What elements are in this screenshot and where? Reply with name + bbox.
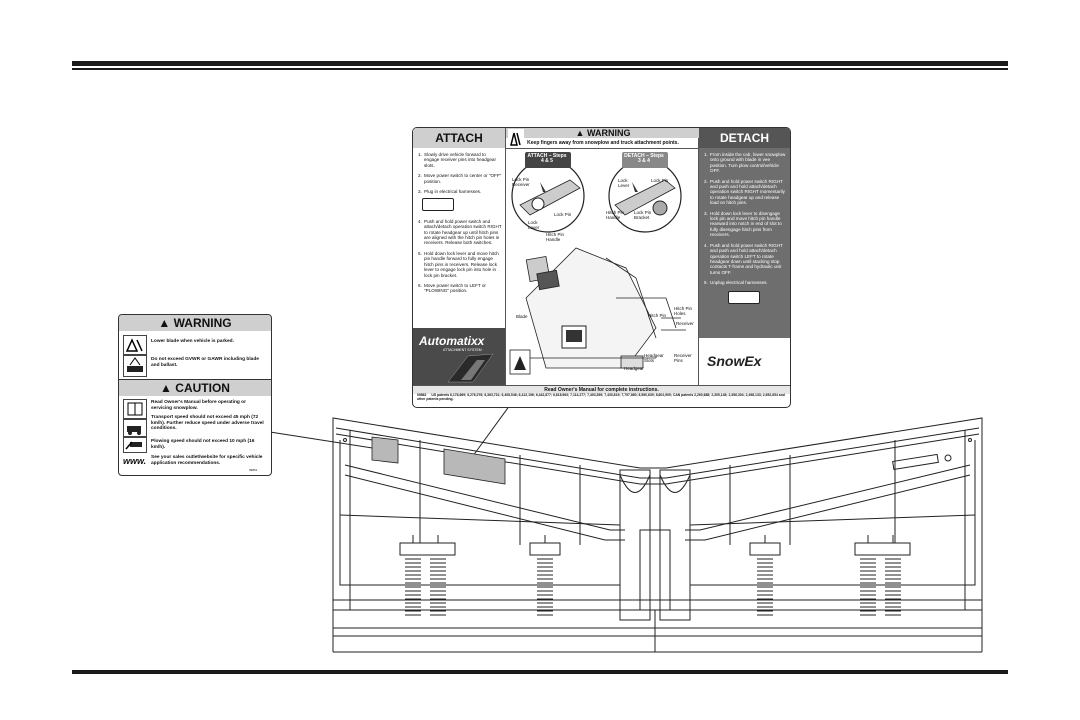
connector-icon <box>422 198 454 212</box>
detach-steps-label: DETACH – Steps 3 & 4 <box>624 153 664 164</box>
detach-column: DETACH 1.From inside the cab, lower snow… <box>699 128 790 385</box>
mechanism-drawing <box>509 247 686 375</box>
top-rule <box>72 61 1008 66</box>
label-headgear: Headgear <box>624 366 644 371</box>
detach-step: 5.Unplug electrical harnesses. <box>704 280 768 286</box>
caution-line: Transport speed should not exceed 45 mph… <box>151 415 264 432</box>
warning-triangle-icon: ▲ <box>575 128 585 138</box>
small-part-code: 09861 <box>249 468 258 472</box>
top-rule-thin <box>72 68 1008 70</box>
attach-column: ATTACH 1.Slowly drive vehicle forward to… <box>413 128 505 385</box>
brand-block: Automatixx ATTACHMENT SYSTEM <box>413 328 505 385</box>
attach-step: 4.Push and hold power switch and attach/… <box>418 218 502 246</box>
www-icon: www. <box>123 456 147 466</box>
label-receiver: Receiver <box>676 321 694 326</box>
attach-title: ATTACH <box>413 128 505 148</box>
detach-step: 3.Hold down lock lever to disengage lock… <box>704 210 782 238</box>
warning-title: ▲ WARNING <box>506 128 700 138</box>
caution-line: Read Owner's Manual before operating or … <box>151 400 246 411</box>
connector-icon <box>728 290 760 304</box>
small-warning-title: ▲ WARNING <box>119 315 271 331</box>
warning-line: Do not exceed GVWR or GAWR including bla… <box>151 357 259 368</box>
attach-step: 2.Move power switch to center or "OFF" p… <box>418 173 502 184</box>
label-hitch-pin: Hitch Pin <box>648 313 667 318</box>
leader-line-big <box>469 404 511 461</box>
detach-step: 4.Push and hold power switch RIGHT and p… <box>704 242 783 275</box>
attach-detach-decal: ATTACH 1.Slowly drive vehicle forward to… <box>412 127 791 408</box>
label-hitch-pin-holes: Hitch Pin Holes <box>674 306 693 316</box>
read-manual-footer: Read Owner's Manual for complete instruc… <box>413 385 790 394</box>
detach-step: 1.From inside the cab, lower snowplow on… <box>704 152 786 174</box>
trip-springs <box>399 535 911 616</box>
small-decal-location <box>371 436 399 464</box>
attach-step: 1.Slowly drive vehicle forward to engage… <box>418 152 497 168</box>
warning-triangle-icon: ▲ <box>158 316 171 330</box>
manual-icon <box>123 399 147 419</box>
automatixx-logo: Automatixx <box>419 334 485 348</box>
plowing-speed-icon <box>123 437 147 453</box>
label-lock-pin-2: Lock Pin <box>651 178 669 183</box>
label-blade: Blade <box>516 314 528 319</box>
automatixx-sub: ATTACHMENT SYSTEM <box>443 348 482 352</box>
leader-line-small <box>269 431 386 451</box>
bottom-rule <box>72 670 1008 674</box>
big-decal-location <box>443 448 506 485</box>
overload-icon <box>123 355 147 377</box>
detach-step: 2.Push and hold power switch RIGHT and p… <box>704 178 785 206</box>
snowex-logo-block: SnowEx <box>699 338 790 385</box>
pinch-hazard-icon <box>508 129 524 147</box>
warning-subtitle: Keep fingers away from snowplow and truc… <box>506 138 700 149</box>
parked-blade-icon <box>123 335 147 355</box>
plow-logo-icon <box>447 353 494 383</box>
label-lock-pin-receiver: Lock Pin Receiver <box>512 177 530 187</box>
warning-line: Lower blade when vehicle is parked. <box>151 339 234 344</box>
patents-text: 09862 US patents 6,178,669; 6,276,076; 6… <box>417 393 785 401</box>
label-lock-lever-2: Lock Lever <box>618 178 630 188</box>
caution-line: See your sales outlet/website for specif… <box>151 455 263 466</box>
attach-step: 3.Plug in electrical harnesses. <box>418 189 482 195</box>
attach-steps-label: ATTACH – Steps 4 & 5 <box>527 153 567 164</box>
detach-title: DETACH <box>699 128 790 148</box>
detach-steps: 1.From inside the cab, lower snowplow on… <box>704 152 787 310</box>
caution-line: Plowing speed should not exceed 10 mph (… <box>151 439 255 450</box>
label-lock-pin-bracket: Lock Pin Bracket <box>634 210 652 220</box>
label-receiver-pins: Receiver Pins <box>674 353 692 363</box>
warning-caution-decal: ▲ WARNING Lower blade when vehicle is pa… <box>118 314 272 476</box>
label-lock-pin: Lock Pin <box>554 212 572 217</box>
transport-speed-icon <box>123 419 147 437</box>
part-code: 09862 <box>417 393 427 397</box>
snowex-logo: SnowEx <box>707 353 762 369</box>
attach-step: 5.Hold down lock lever and move hitch pi… <box>418 250 499 278</box>
label-lock-lever: Lock Lever <box>528 220 540 230</box>
warning-column: ▲ WARNING Keep fingers away from snowplo… <box>505 128 700 385</box>
detail-circles <box>511 152 682 233</box>
attach-step: 6.Move power switch to LEFT or "PLOWING"… <box>418 282 486 294</box>
label-hitch-pin-handle-2: Hitch Pin Handle <box>606 210 625 220</box>
connector-diagram <box>418 198 502 212</box>
connector-diagram-detach <box>704 290 787 305</box>
label-hitch-pin-handle: Hitch Pin Handle <box>546 232 565 242</box>
label-headgear-slots: Headgear Slots <box>644 353 664 363</box>
attach-steps: 1.Slowly drive vehicle forward to engage… <box>418 152 502 299</box>
caution-triangle-icon: ▲ <box>160 381 172 395</box>
small-caution-title: ▲ CAUTION <box>119 379 271 396</box>
